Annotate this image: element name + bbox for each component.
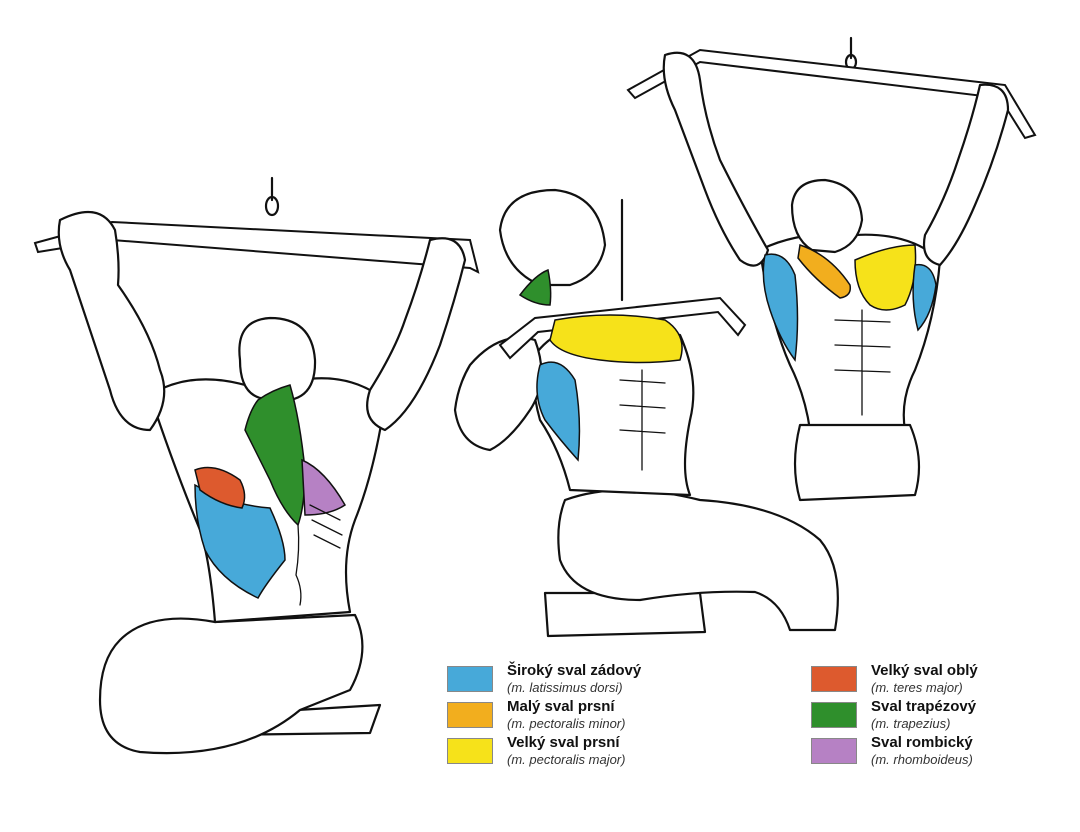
legend-name-pectoralis-major: Velký sval prsní (507, 734, 620, 751)
left-arm-1 (57, 210, 166, 432)
legend-swatch-pectoralis-minor (447, 702, 493, 728)
right-arm-1 (366, 237, 467, 432)
figure-front-view (626, 36, 1037, 502)
hips-3 (793, 423, 921, 502)
legend-latin-pectoralis-major: (m. pectoralis major) (507, 752, 626, 767)
muscle-pectoralis-minor-3 (797, 244, 852, 299)
head-2 (498, 188, 607, 287)
legend-latin-rhomboideus: (m. rhomboideus) (871, 752, 973, 767)
legend-item-rhomboideus: Sval rombický (m. rhomboideus) (811, 734, 1041, 770)
legend-swatch-teres-major (811, 666, 857, 692)
bar-1 (33, 220, 480, 274)
figure-side-view (453, 188, 839, 638)
legend-item-pectoralis-minor: Malý sval prsní (m. pectoralis minor) (447, 698, 677, 734)
legend-latin-pectoralis-minor: (m. pectoralis minor) (507, 716, 626, 731)
muscle-latissimus-3-left (762, 253, 799, 362)
legend-name-teres-major: Velký sval oblý (871, 662, 978, 679)
muscle-latissimus-1 (194, 483, 286, 599)
legend-name-rhomboideus: Sval rombický (871, 734, 973, 751)
legend-latin-latissimus: (m. latissimus dorsi) (507, 680, 623, 695)
left-arm-3 (662, 51, 770, 267)
bar-2 (498, 296, 747, 360)
legend-name-latissimus: Široký sval zádový (507, 662, 642, 679)
head-1 (238, 316, 317, 402)
legend-latin-teres-major: (m. teres major) (871, 680, 963, 695)
legend-item-teres-major: Velký sval oblý (m. teres major) (811, 662, 1041, 698)
ribs-1 (309, 504, 343, 549)
legend-swatch-trapezius (811, 702, 857, 728)
muscle-teres-1 (194, 466, 246, 509)
muscle-rhomboideus-1 (301, 458, 346, 516)
legend-item-trapezius: Sval trapézový (m. trapezius) (811, 698, 1041, 734)
muscle-pectoralis-major-3 (854, 244, 917, 311)
legend-swatch-pectoralis-major (447, 738, 493, 764)
figure-back-view (33, 176, 480, 755)
legs-2 (557, 488, 839, 632)
legend-swatch-rhomboideus (811, 738, 857, 764)
legend-item-latissimus: Široký sval zádový (m. latissimus dorsi) (447, 662, 677, 698)
legend-swatch-latissimus (447, 666, 493, 692)
legend-item-pectoralis-major: Velký sval prsní (m. pectoralis major) (447, 734, 677, 770)
muscle-pectoralis-major-2 (549, 314, 683, 364)
bar-3 (626, 48, 1037, 140)
hips-1 (98, 613, 364, 755)
muscle-trapezius-2 (518, 268, 552, 306)
muscle-latissimus-2 (536, 361, 581, 462)
abs-2 (619, 369, 666, 471)
abs-3 (834, 309, 891, 416)
legend-latin-trapezius: (m. trapezius) (871, 716, 951, 731)
right-arm-3 (922, 83, 1010, 267)
muscle-latissimus-3-right (912, 263, 937, 332)
legend-name-trapezius: Sval trapézový (871, 698, 977, 715)
spine-1 (295, 524, 302, 606)
head-3 (790, 178, 864, 254)
arm-2 (453, 336, 543, 452)
hook-1 (264, 195, 280, 217)
legend-name-pectoralis-minor: Malý sval prsní (507, 698, 615, 715)
